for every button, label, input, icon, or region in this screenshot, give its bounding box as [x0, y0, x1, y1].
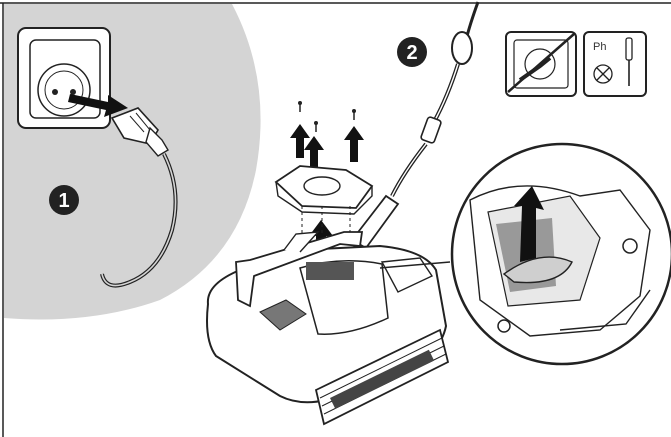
wall-socket [18, 28, 110, 128]
step-2-number: 2 [406, 42, 417, 64]
step-1-number: 1 [58, 190, 69, 212]
no-power-outlet-icon [506, 32, 576, 96]
zoom-detail [452, 144, 671, 364]
phillips-screwdriver-icon: Ph [584, 32, 646, 96]
robot-cleaner [207, 232, 448, 424]
step-1-badge: 1 [49, 185, 79, 215]
screws [298, 101, 356, 132]
tool-label: Ph [593, 41, 606, 53]
filter-cover [276, 166, 372, 214]
step-2-badge: 2 [397, 37, 427, 67]
